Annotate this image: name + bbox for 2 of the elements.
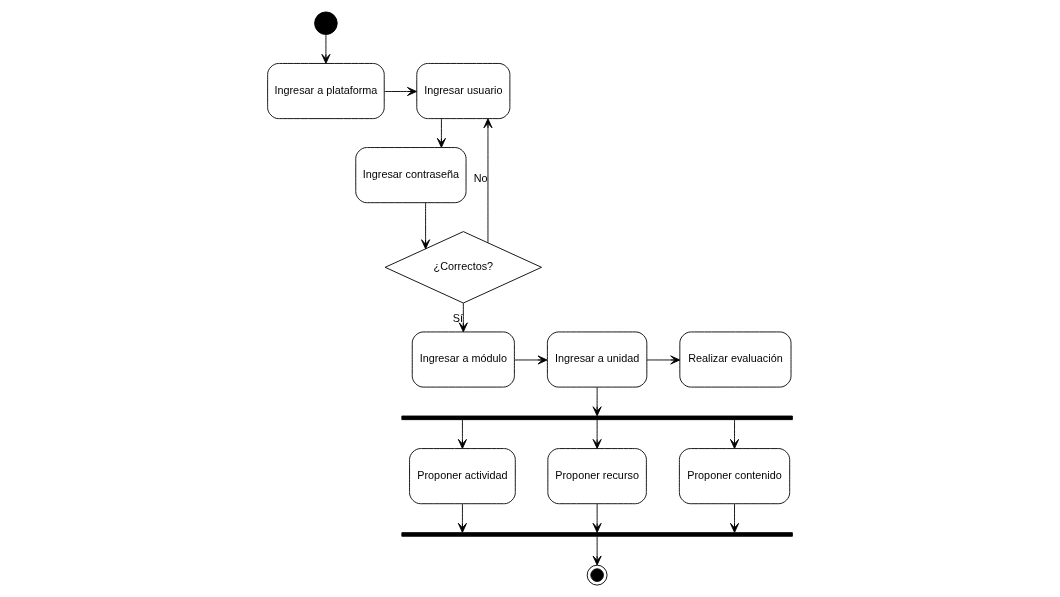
- edge-label: Sí: [452, 311, 464, 324]
- edge-label: No: [473, 172, 488, 185]
